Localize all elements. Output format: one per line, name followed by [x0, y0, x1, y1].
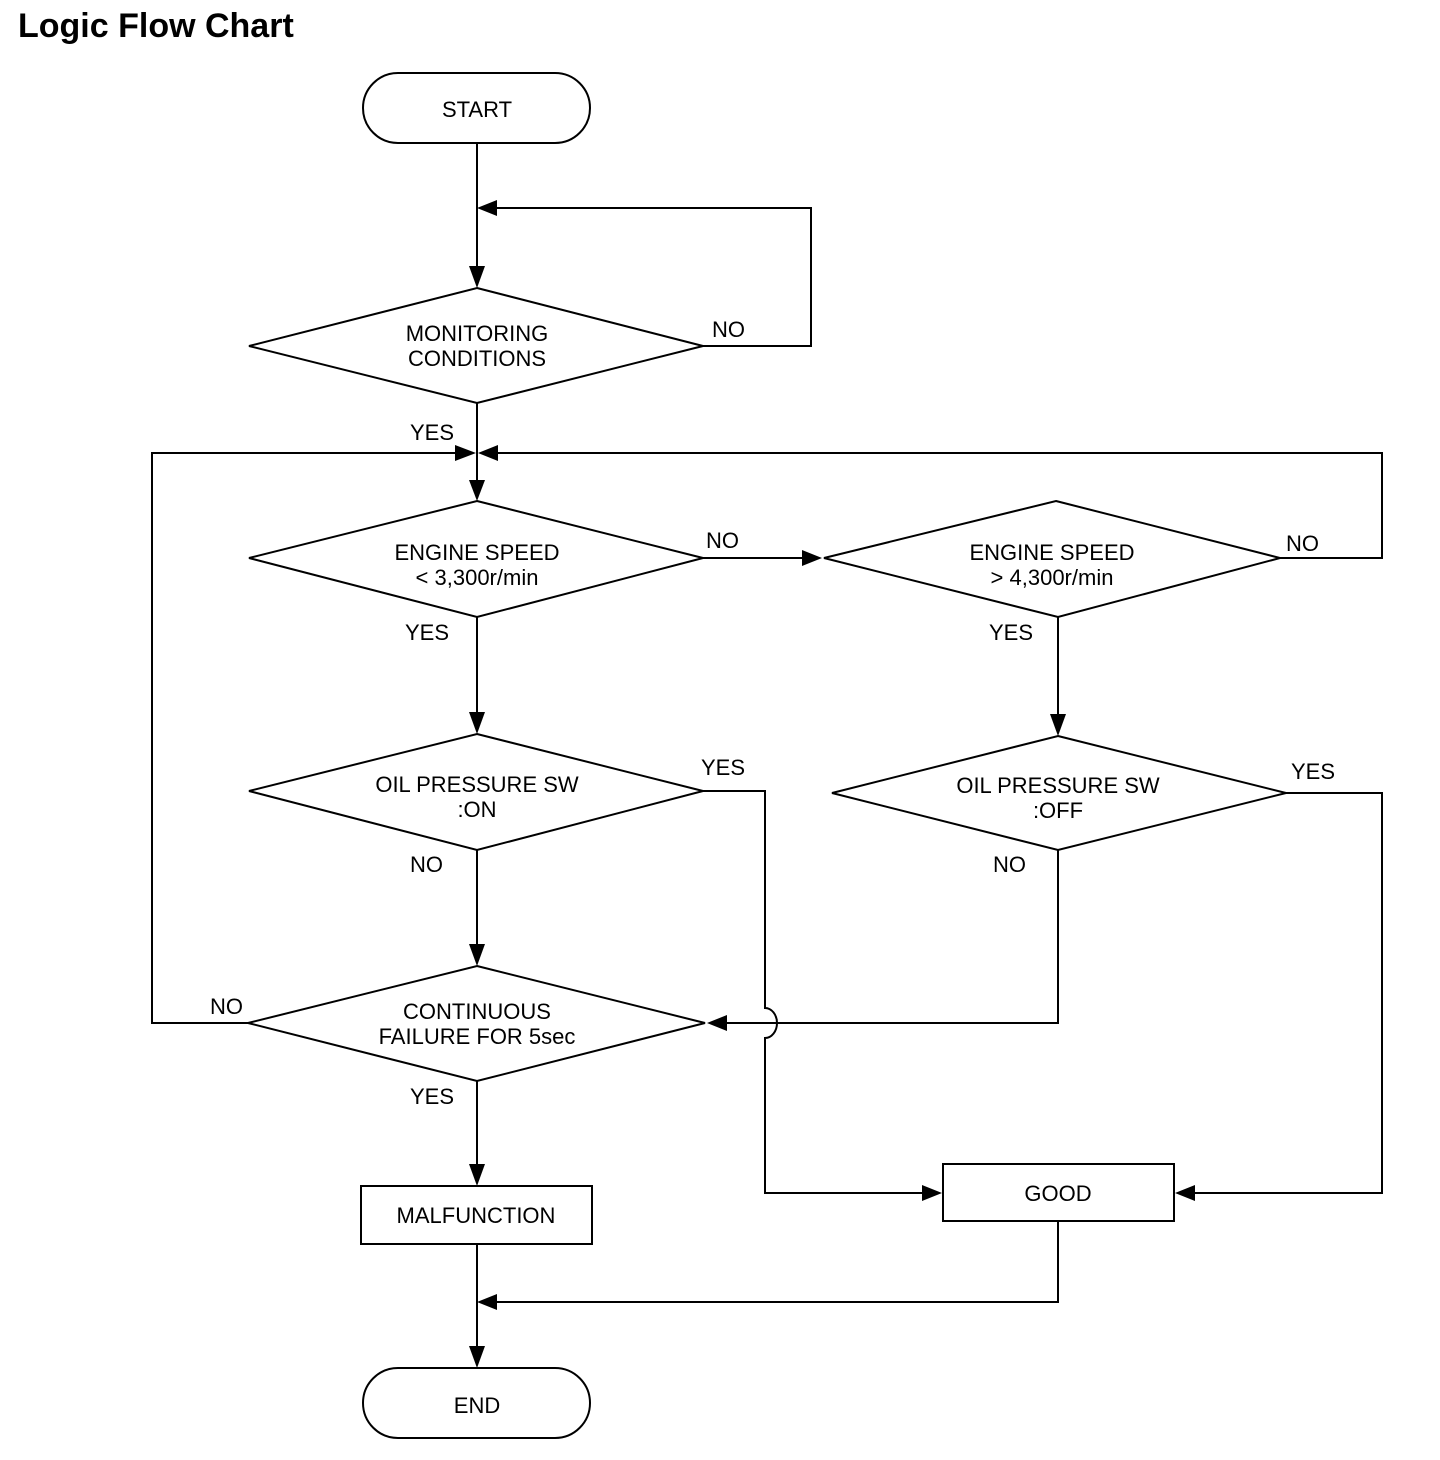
- arrowhead-left: [1175, 1185, 1195, 1201]
- arrowhead-down: [469, 480, 485, 501]
- branch-labels: NO YES NO YES NO YES YES NO YES NO NO YE…: [210, 317, 1335, 1109]
- decision-continuous-failure: CONTINUOUS FAILURE FOR 5sec: [247, 964, 706, 1083]
- connector-oil-off-yes-to-good: [1192, 792, 1383, 1194]
- end-node: END: [362, 1367, 591, 1439]
- decision-monitoring-line-1: MONITORING: [406, 321, 549, 346]
- start-node: START: [362, 72, 591, 144]
- arrowheads: [455, 200, 1195, 1368]
- connector-good-to-end: [494, 1221, 1059, 1303]
- label-monitoring-yes: YES: [410, 420, 454, 445]
- good-box: GOOD: [942, 1163, 1175, 1222]
- malfunction-box: MALFUNCTION: [360, 1185, 593, 1245]
- arrowhead-down: [1050, 714, 1066, 736]
- decision-engine-high-line-1: ENGINE SPEED: [969, 540, 1134, 565]
- connector-continuous-no-loop: [151, 452, 460, 1024]
- connector-monitoring-no-loop: [494, 207, 812, 347]
- decision-engine-speed-low: ENGINE SPEED < 3,300r/min: [248, 499, 704, 619]
- arrowhead-left: [477, 200, 497, 216]
- label-continuous-yes: YES: [410, 1084, 454, 1109]
- arrowhead-down: [469, 1164, 485, 1186]
- label-oil-on-yes: YES: [701, 755, 745, 780]
- label-engine-low-no: NO: [706, 528, 739, 553]
- label-engine-high-no: NO: [1286, 531, 1319, 556]
- decision-engine-low-line-1: ENGINE SPEED: [394, 540, 559, 565]
- arrowhead-right: [455, 445, 476, 461]
- decision-monitoring-conditions: MONITORING CONDITIONS: [248, 286, 704, 405]
- arrowhead-left: [477, 1294, 497, 1310]
- decision-engine-high-line-2: > 4,300r/min: [991, 565, 1114, 590]
- good-label: GOOD: [1024, 1181, 1091, 1206]
- connector-engine-high-no-loop: [494, 452, 1383, 559]
- decision-oil-pressure-on: OIL PRESSURE SW :ON: [248, 732, 704, 852]
- label-engine-high-yes: YES: [989, 620, 1033, 645]
- label-engine-low-yes: YES: [405, 620, 449, 645]
- arrowhead-left: [707, 1015, 727, 1031]
- arrowhead-left: [478, 445, 498, 461]
- page-title: Logic Flow Chart: [18, 7, 294, 45]
- arrowhead-down: [469, 1346, 485, 1368]
- decision-oil-on-line-2: :ON: [457, 797, 496, 822]
- label-oil-on-no: NO: [410, 852, 443, 877]
- decision-oil-pressure-off: OIL PRESSURE SW :OFF: [831, 734, 1287, 852]
- label-oil-off-yes: YES: [1291, 759, 1335, 784]
- decision-monitoring-line-2: CONDITIONS: [408, 346, 546, 371]
- decision-engine-speed-high: ENGINE SPEED > 4,300r/min: [823, 499, 1284, 619]
- end-label: END: [454, 1393, 500, 1418]
- arrowhead-down: [469, 944, 485, 966]
- decision-oil-on-line-1: OIL PRESSURE SW: [375, 772, 579, 797]
- label-monitoring-no: NO: [712, 317, 745, 342]
- label-oil-off-no: NO: [993, 852, 1026, 877]
- decision-continuous-line-2: FAILURE FOR 5sec: [379, 1024, 576, 1049]
- decision-oil-off-line-2: :OFF: [1033, 798, 1083, 823]
- decision-oil-off-line-1: OIL PRESSURE SW: [956, 773, 1160, 798]
- connectors: [151, 143, 1383, 1350]
- connector-oil-on-yes-to-good: [703, 790, 925, 1194]
- label-continuous-no: NO: [210, 994, 243, 1019]
- arrowhead-down: [469, 266, 485, 288]
- malfunction-label: MALFUNCTION: [397, 1203, 556, 1228]
- arrowhead-right: [802, 550, 822, 566]
- decision-continuous-line-1: CONTINUOUS: [403, 999, 551, 1024]
- arrowhead-down: [469, 712, 485, 734]
- decision-engine-low-line-2: < 3,300r/min: [416, 565, 539, 590]
- start-label: START: [442, 97, 512, 122]
- connector-oil-off-no: [724, 850, 1059, 1024]
- arrowhead-right: [922, 1185, 942, 1201]
